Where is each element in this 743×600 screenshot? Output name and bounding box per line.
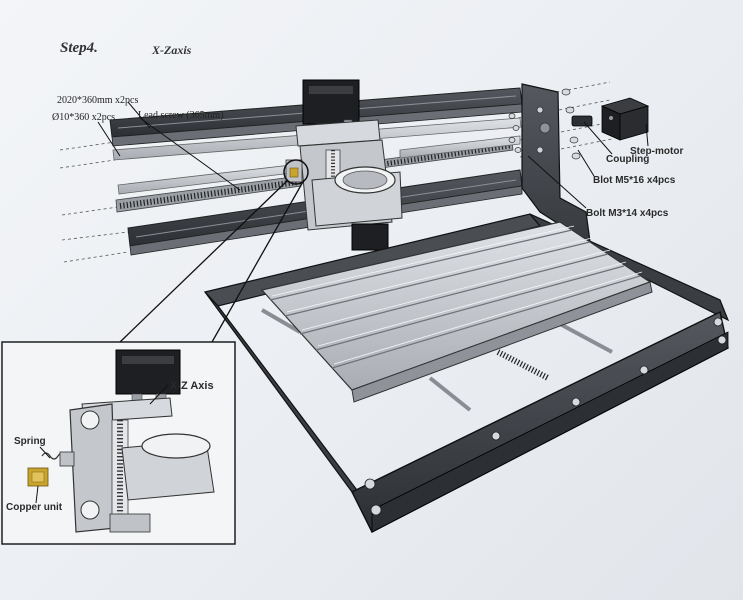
exploded-hardware: [508, 88, 650, 160]
bed-support-rods: [260, 308, 613, 412]
callout-leader-lines: [35, 101, 649, 504]
detail-highlight-circle: [283, 159, 309, 185]
bed-lead-screw: [496, 349, 550, 381]
inset-leader-lines: [119, 179, 305, 343]
coupling-part: [571, 115, 593, 127]
xz-carriage: [285, 79, 403, 251]
inset-spring-label: Spring: [14, 436, 46, 447]
inset-carriage: [69, 393, 215, 533]
step-title: Step4.: [60, 40, 98, 56]
coupling-callout: Coupling: [606, 154, 650, 165]
rod-callout: Ø10*360 x2pcs: [52, 112, 116, 123]
inset-copper-unit-label: Copper unit: [6, 502, 63, 513]
inset-detail: [1, 341, 236, 545]
inset-copper-unit: [27, 467, 49, 487]
section-title: X-Zaxis: [152, 43, 192, 57]
step-motor-callout: Step-motor: [630, 146, 684, 157]
step-motor-part: [600, 97, 650, 141]
bolt-m5-callout: Blot M5*16 x4pcs: [593, 175, 676, 186]
bolt-m3-callout: Bolt M3*14 x4pcs: [586, 208, 669, 219]
lower-rod-right: [399, 135, 521, 159]
lead-screw-callout: Lead screw (365mm): [138, 110, 224, 121]
inset-axis-label: X-Z Axis: [170, 380, 214, 392]
work-bed: [260, 221, 653, 403]
rail-callout: 2020*360mm x2pcs: [57, 95, 139, 106]
inset-motor: [115, 349, 181, 395]
base-frame: [203, 213, 730, 533]
